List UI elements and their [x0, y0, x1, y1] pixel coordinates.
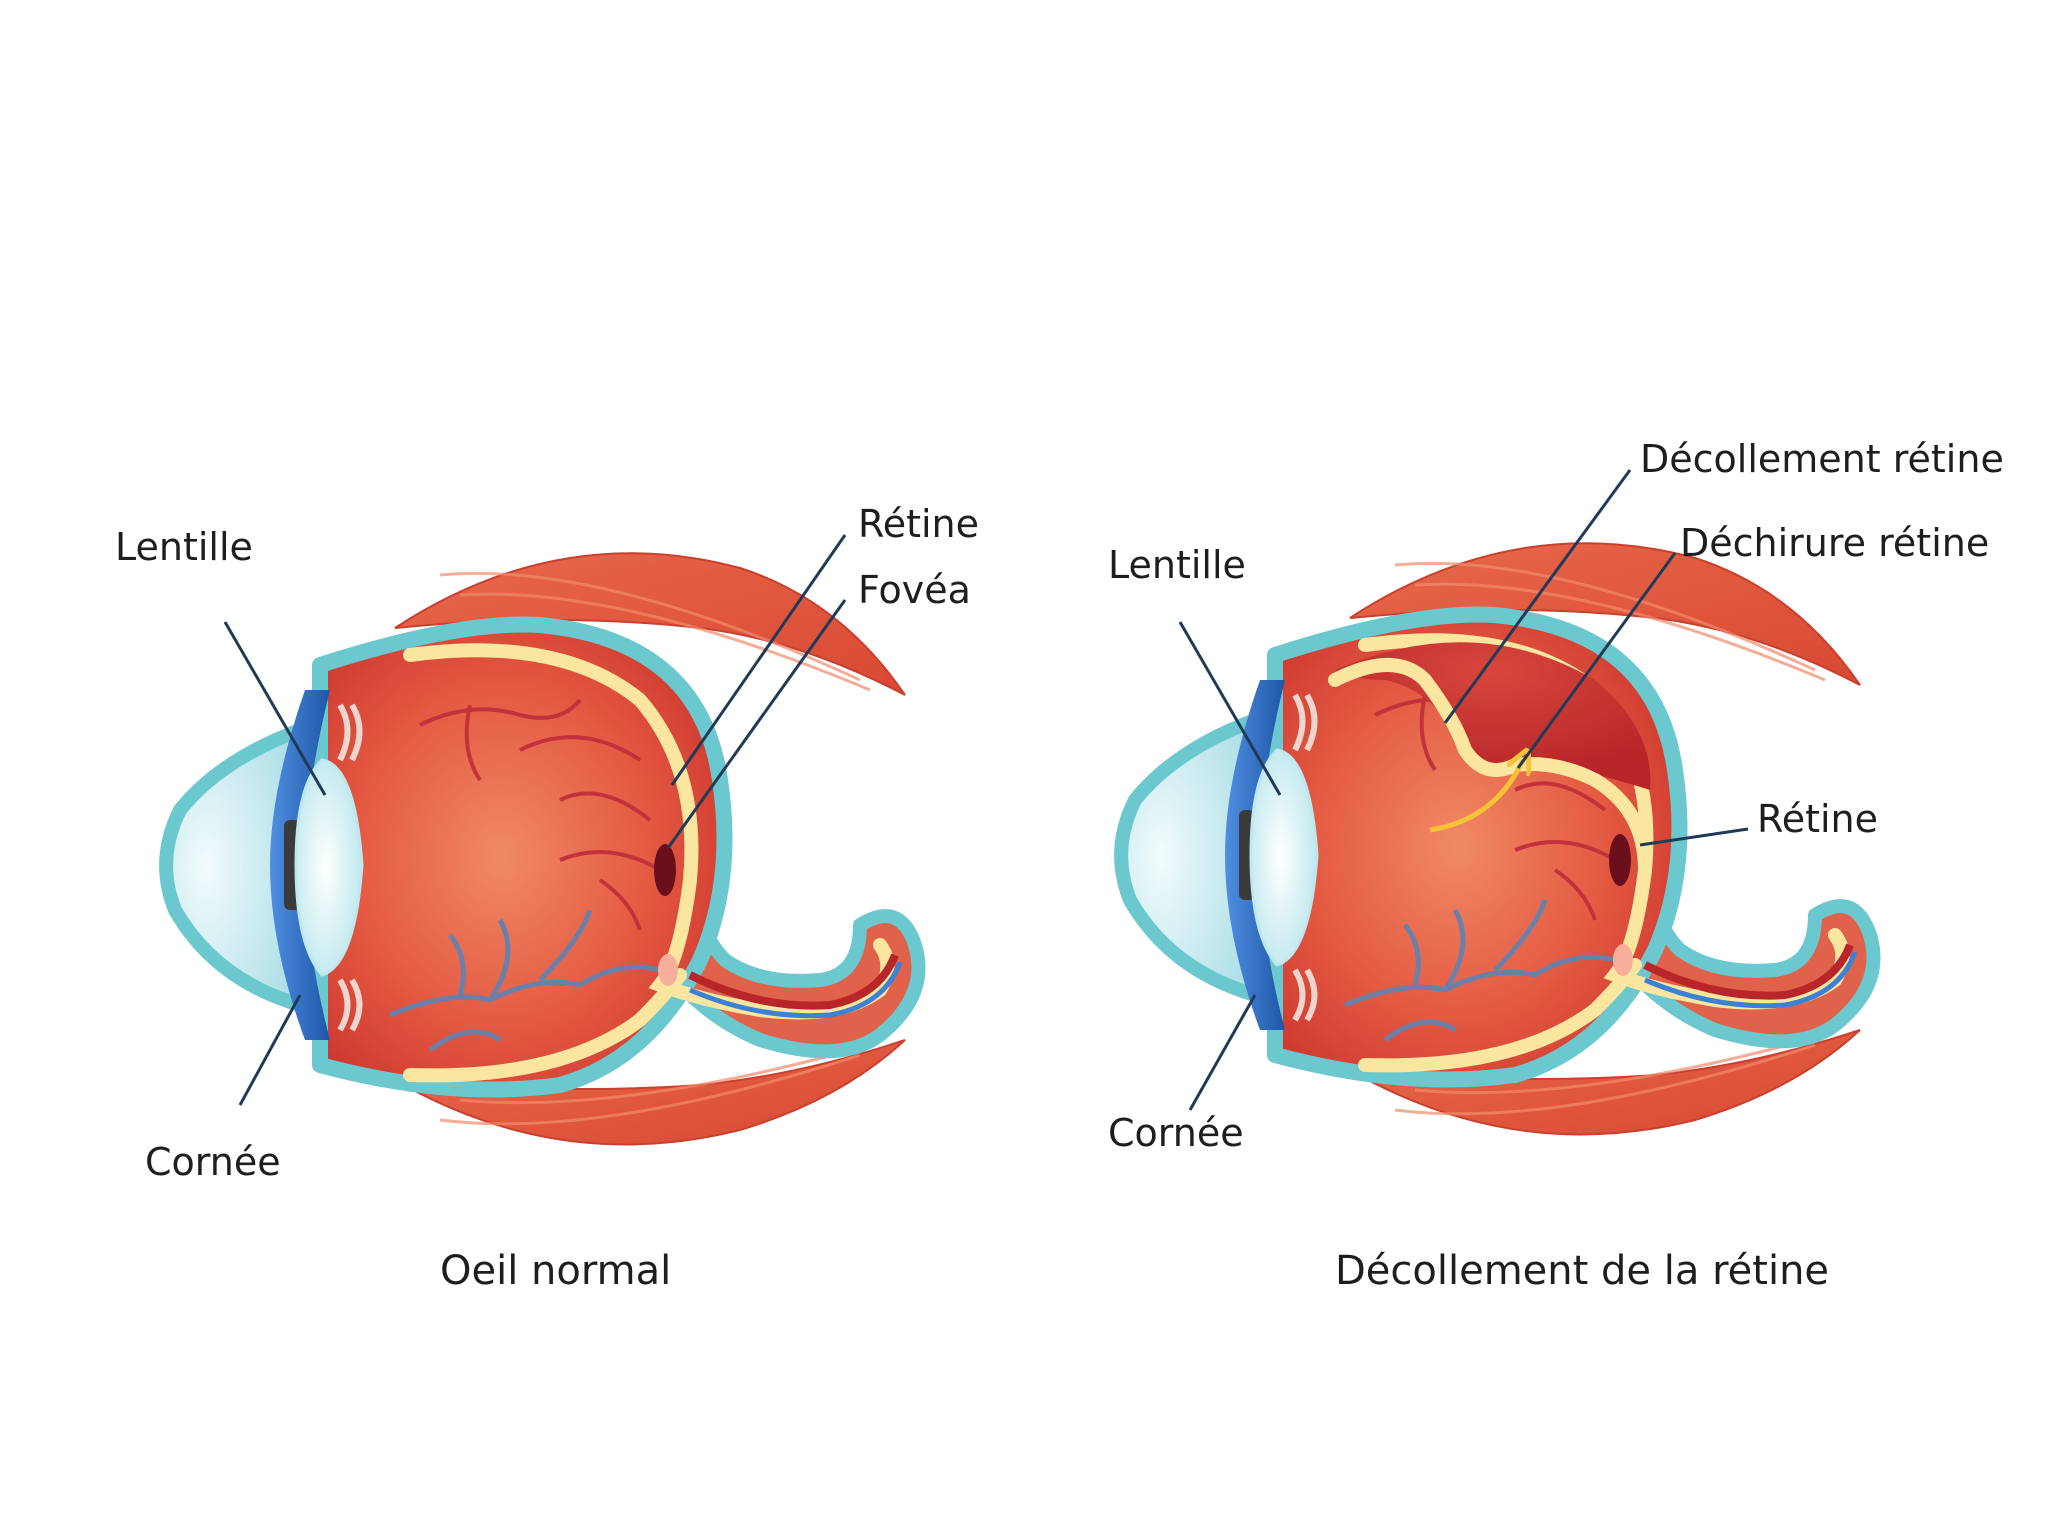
leader-line-cornea-detached [1188, 994, 1257, 1111]
label-lens-detached: Lentille [1108, 543, 1246, 587]
leader-line-retina-detached [1639, 827, 1749, 847]
leader-line-tear [1516, 552, 1677, 769]
label-cornea-normal: Cornée [145, 1140, 281, 1184]
label-lens-normal: Lentille [115, 525, 253, 569]
leader-line-cornea [238, 994, 302, 1106]
detached-eye-illustration [1121, 543, 1873, 1134]
leader-line-detachment [1443, 469, 1632, 724]
label-retina-normal: Rétine [858, 502, 979, 546]
label-cornea-detached: Cornée [1108, 1111, 1244, 1155]
caption-detached-eye: Décollement de la rétine [1335, 1248, 1829, 1294]
leader-line-lens [223, 621, 327, 796]
caption-normal-eye: Oeil normal [440, 1248, 671, 1294]
leader-line-retina [670, 534, 847, 786]
normal-eye-illustration [166, 553, 918, 1144]
label-fovea-normal: Fovéa [858, 568, 971, 612]
label-detachment: Décollement rétine [1640, 437, 2004, 481]
leader-line-lens-detached [1178, 621, 1282, 796]
leader-line-fovea [666, 599, 847, 849]
label-tear: Déchirure rétine [1680, 521, 1989, 565]
label-retina-detached: Rétine [1757, 797, 1878, 841]
